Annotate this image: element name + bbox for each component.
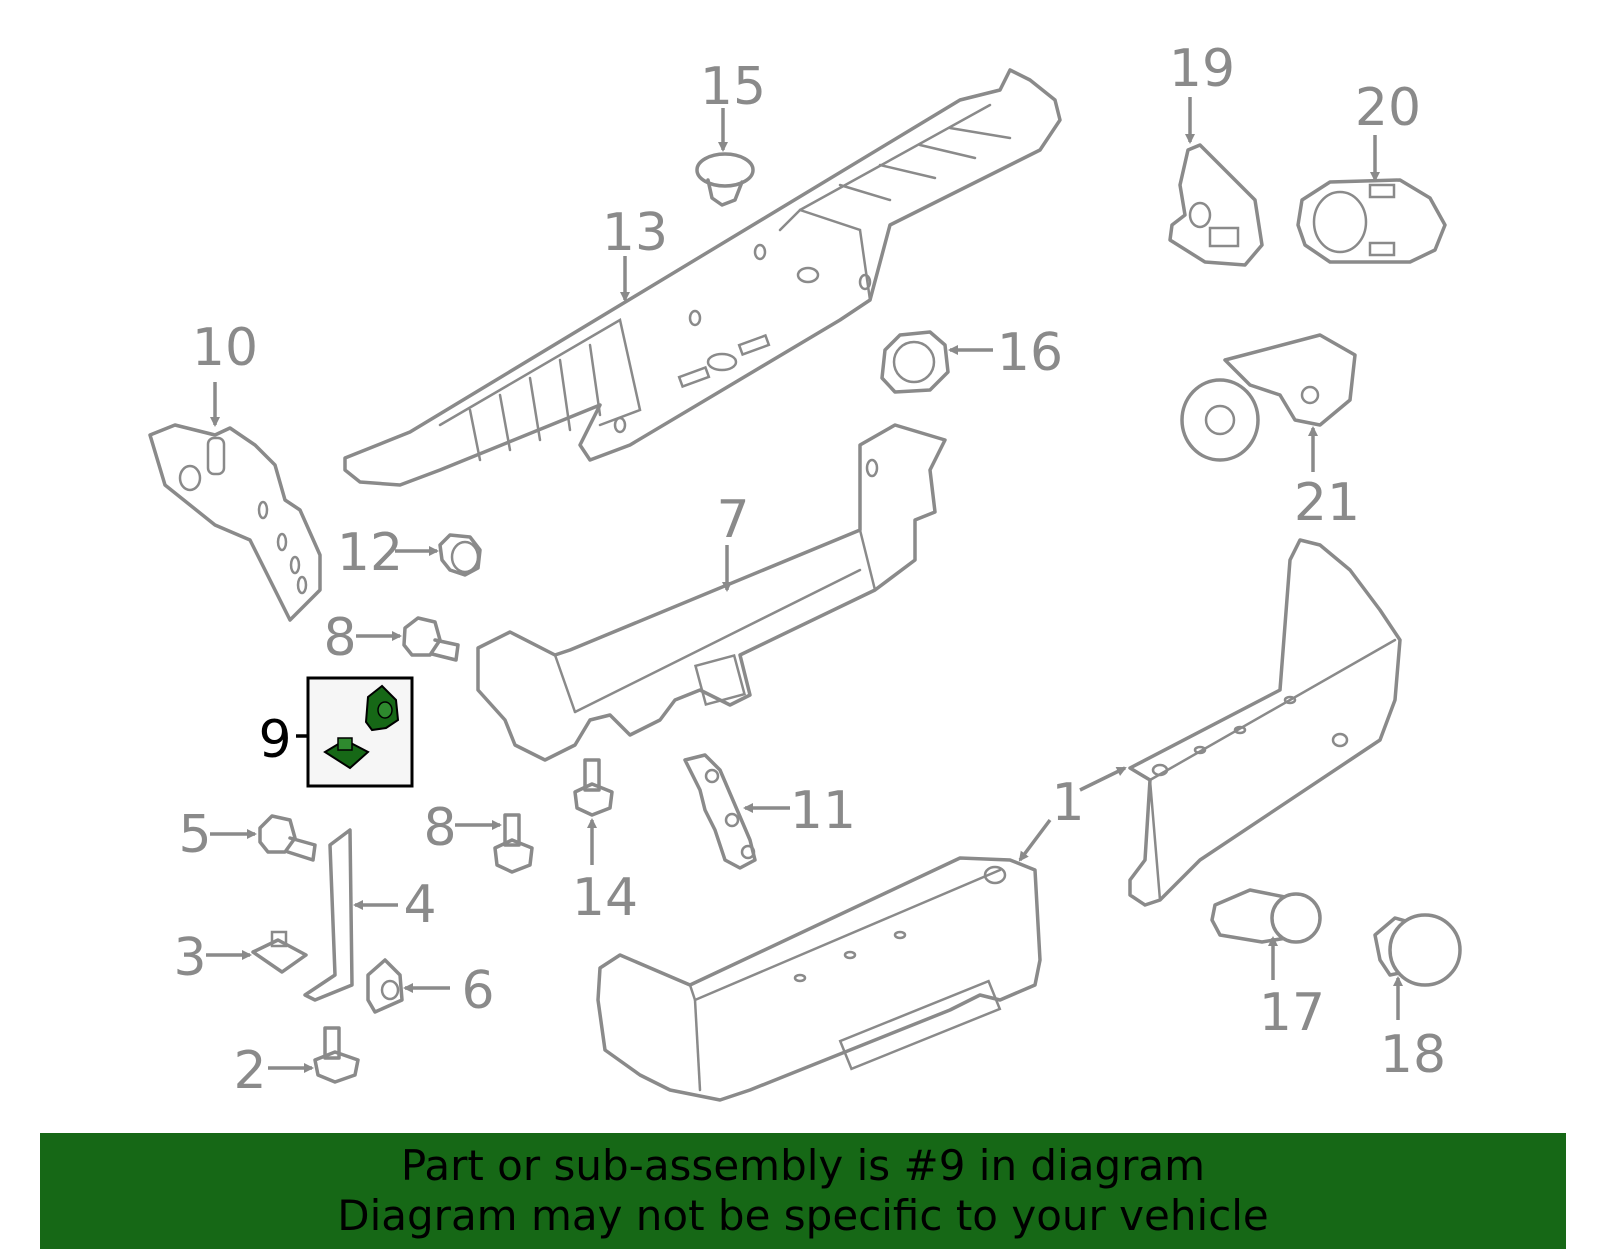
callout-5: 5	[178, 805, 211, 865]
callout-2: 2	[233, 1041, 266, 1101]
callout-4: 4	[403, 875, 436, 935]
part-6-clip[interactable]	[366, 958, 404, 1014]
callout-7: 7	[716, 490, 749, 550]
info-banner: Part or sub-assembly is #9 in diagram Di…	[40, 1133, 1566, 1249]
callout-16: 16	[997, 323, 1063, 383]
callout-14: 14	[572, 868, 638, 928]
callout-17: 17	[1259, 983, 1325, 1043]
part-14-bolt[interactable]	[573, 758, 614, 817]
banner-line-1: Part or sub-assembly is #9 in diagram	[400, 1141, 1206, 1190]
part-9-clip-nut-lower	[323, 737, 370, 770]
callout-18: 18	[1380, 1025, 1446, 1085]
callout-13: 13	[602, 203, 668, 263]
part-4-strip[interactable]	[303, 828, 354, 1002]
part-15-push-pin[interactable]	[695, 152, 755, 207]
part-8-bolt-lower[interactable]	[493, 813, 534, 874]
callout-6: 6	[461, 961, 494, 1021]
callout-12: 12	[337, 523, 403, 583]
callout-3: 3	[173, 928, 206, 988]
part-21-connector[interactable]	[1180, 333, 1357, 462]
callout-20: 20	[1355, 78, 1421, 138]
callout-15: 15	[700, 57, 766, 117]
part-12-nut[interactable]	[438, 533, 482, 577]
callout-8b: 8	[423, 798, 456, 858]
part-17-sensor[interactable]	[1210, 888, 1322, 944]
part-1-bumper-upper[interactable]	[1128, 538, 1402, 907]
callout-8a: 8	[323, 608, 356, 668]
part-19-connector-bracket[interactable]	[1168, 143, 1264, 267]
callout-9: 9	[258, 710, 291, 770]
leader-1b	[1079, 766, 1127, 792]
part-9-clip-nut-box[interactable]	[306, 676, 414, 788]
part-13-step-bumper[interactable]	[343, 68, 1062, 487]
leader-1a	[1018, 818, 1052, 862]
banner-line-2: Diagram may not be specific to your vehi…	[337, 1191, 1269, 1240]
part-10-bracket[interactable]	[148, 423, 322, 622]
part-11-bracket[interactable]	[683, 753, 757, 870]
callout-19: 19	[1169, 39, 1235, 99]
part-20-socket[interactable]	[1296, 178, 1447, 264]
part-1-bumper-lower[interactable]	[596, 856, 1042, 1102]
part-9-clip-nut-upper	[364, 684, 400, 732]
part-7-hitch-receiver[interactable]	[476, 423, 947, 762]
part-5-bolt[interactable]	[258, 814, 317, 862]
callout-1: 1	[1051, 773, 1084, 833]
part-2-bolt[interactable]	[313, 1026, 360, 1084]
callout-10: 10	[192, 318, 258, 378]
part-16-gasket[interactable]	[880, 330, 950, 394]
callout-11: 11	[790, 781, 856, 841]
part-18-sensor-bezel[interactable]	[1373, 913, 1462, 987]
part-3-nut-plate[interactable]	[251, 930, 308, 974]
callout-21: 21	[1294, 473, 1360, 533]
part-8-bolt-upper[interactable]	[402, 616, 460, 662]
